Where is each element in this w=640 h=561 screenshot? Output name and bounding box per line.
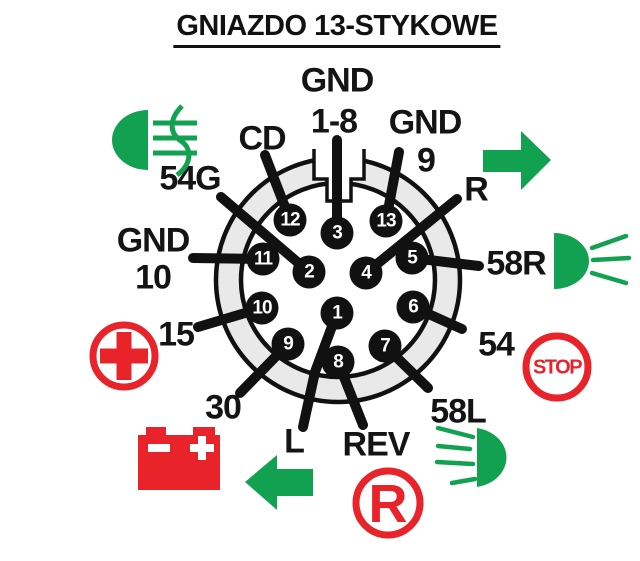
label-r: R — [464, 170, 489, 209]
label-gnd-1-8-line2: 1-8 — [310, 102, 358, 141]
pin-10: 10 — [245, 291, 279, 325]
wire-pin-1 — [298, 308, 342, 432]
label-gnd-10-line1: GND — [116, 221, 191, 260]
left-turn-arrow-icon — [245, 455, 313, 510]
reverse-lamp-icon — [352, 467, 424, 539]
pin-11: 11 — [246, 242, 280, 276]
pin-5: 5 — [395, 241, 429, 275]
label-15: 15 — [158, 315, 195, 354]
label-rev: REV — [342, 425, 411, 464]
pin-1: 1 — [320, 296, 354, 330]
fog-light-icon — [112, 104, 197, 178]
pin-6: 6 — [396, 290, 430, 324]
label-54: 54 — [478, 325, 515, 364]
battery-icon — [138, 427, 220, 490]
label-54g: 54G — [159, 159, 221, 198]
power-plus-icon — [89, 321, 159, 391]
pin-8: 8 — [321, 345, 355, 379]
right-turn-arrow-icon — [483, 131, 551, 190]
stop-brake-icon — [522, 332, 592, 402]
label-gnd-9-line2: 9 — [417, 141, 436, 180]
pin-2: 2 — [292, 255, 326, 289]
label-l: L — [284, 422, 305, 461]
label-58l: 58L — [430, 392, 487, 431]
pin-12: 12 — [273, 203, 307, 237]
pin-7: 7 — [368, 329, 402, 363]
label-cd: CD — [238, 119, 286, 158]
pin-9: 9 — [271, 327, 305, 361]
stop-text: STOP — [532, 356, 583, 379]
reverse-r-text: R — [368, 474, 408, 534]
pin-13: 13 — [369, 204, 403, 238]
wire-pin-2 — [216, 192, 314, 277]
pin-3: 3 — [320, 216, 354, 250]
tail-lamp-right-icon — [554, 233, 632, 289]
tail-lamp-left-icon — [434, 425, 507, 487]
label-gnd-1-8-line1: GND — [300, 61, 375, 100]
label-gnd-9-line1: GND — [388, 103, 463, 142]
label-30: 30 — [205, 388, 242, 427]
page-title: GNIAZDO 13-STYKOWE — [173, 10, 501, 48]
pin-4: 4 — [349, 256, 383, 290]
wire-pin-4 — [361, 194, 462, 278]
label-gnd-10-line2: 10 — [135, 258, 172, 297]
label-58r: 58R — [486, 244, 546, 283]
